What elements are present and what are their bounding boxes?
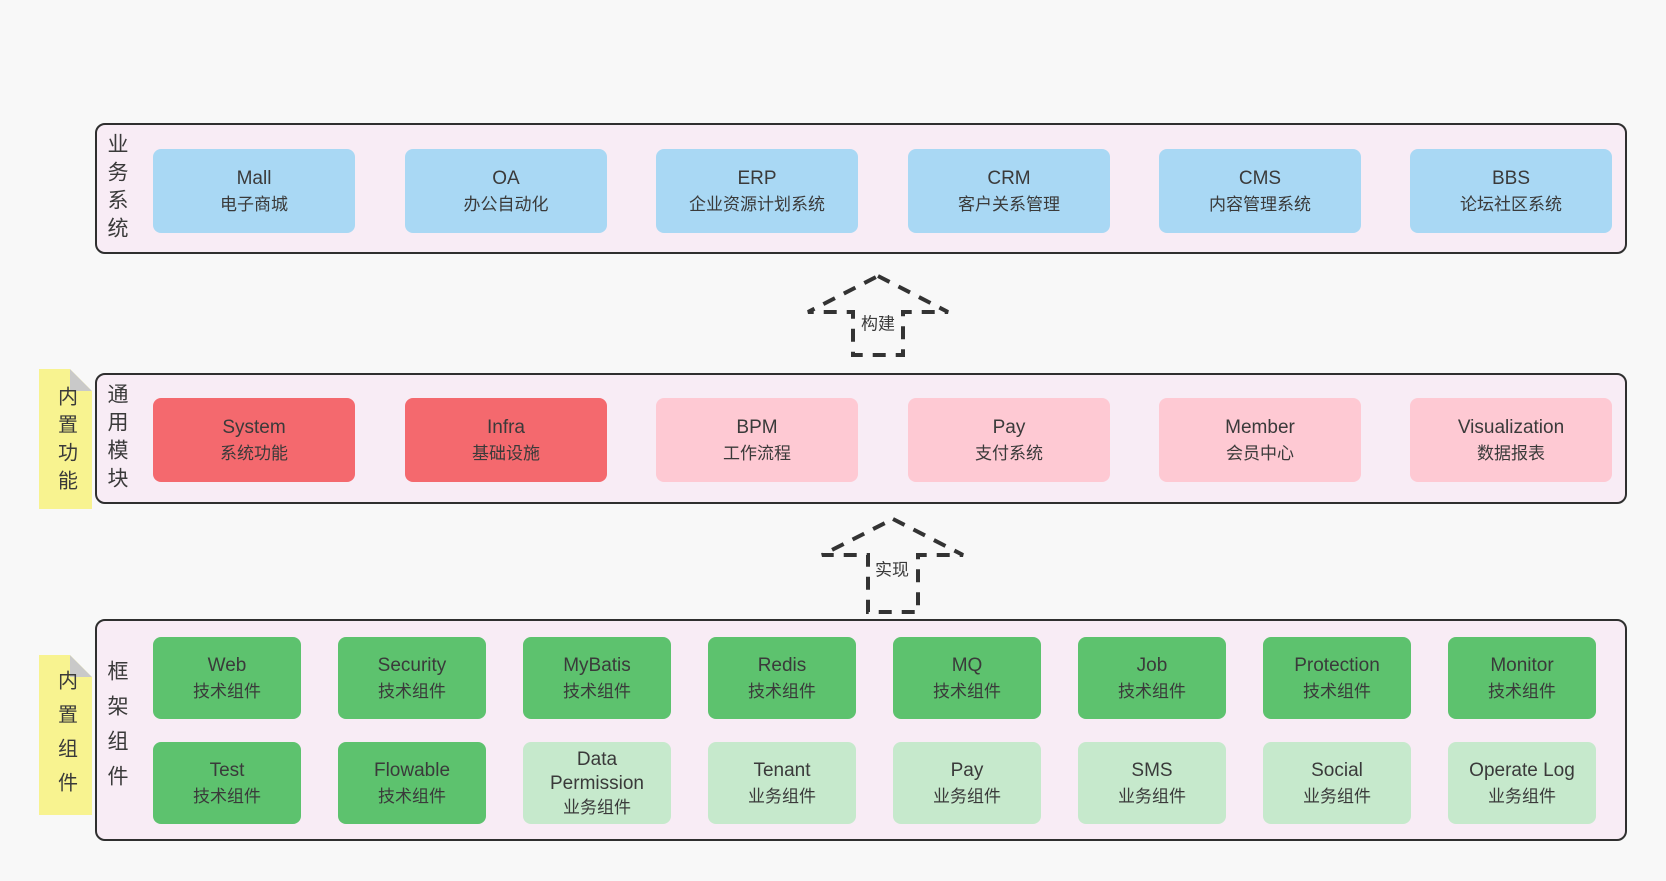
band-components-label: 框架组件 <box>105 660 128 800</box>
band-common-modules: 通用模块 System 系统功能 Infra 基础设施 BPM 工作流程 Pay… <box>95 373 1627 504</box>
box-oa-name: OA <box>492 167 520 189</box>
box-bpm-desc: 工作流程 <box>723 443 791 463</box>
box-mybatis: MyBatis 技术组件 <box>523 637 671 719</box>
band-business-label: 业务系统 <box>105 132 128 245</box>
build-arrow-label: 构建 <box>857 306 899 338</box>
box-visualization: Visualization 数据报表 <box>1410 398 1612 482</box>
box-pay-module: Pay 支付系统 <box>908 398 1110 482</box>
box-erp-desc: 企业资源计划系统 <box>689 194 825 214</box>
box-social-name: Social <box>1311 759 1363 781</box>
sticky-note-builtin-components: 内置组件 <box>39 655 92 815</box>
box-member: Member 会员中心 <box>1159 398 1361 482</box>
box-crm-name: CRM <box>987 167 1031 189</box>
box-tenant-desc: 业务组件 <box>748 786 816 806</box>
box-infra-desc: 基础设施 <box>472 443 540 463</box>
box-member-desc: 会员中心 <box>1226 443 1294 463</box>
sticky-note-builtin-components-text: 内置组件 <box>54 670 77 807</box>
box-redis-name: Redis <box>757 654 807 676</box>
box-redis-desc: 技术组件 <box>748 681 816 701</box>
box-job-desc: 技术组件 <box>1118 681 1186 701</box>
box-mybatis-desc: 技术组件 <box>563 681 631 701</box>
box-crm-desc: 客户关系管理 <box>958 194 1060 214</box>
box-mall: Mall 电子商城 <box>153 149 355 233</box>
box-cms-name: CMS <box>1238 167 1282 189</box>
box-flowable-name: Flowable <box>373 759 451 781</box>
box-web-desc: 技术组件 <box>193 681 261 701</box>
box-security: Security 技术组件 <box>338 637 486 719</box>
box-mq: MQ 技术组件 <box>893 637 1041 719</box>
band-business-systems: 业务系统 Mall 电子商城 OA 办公自动化 ERP 企业资源计划系统 CRM… <box>95 123 1627 254</box>
box-data-permission-desc: 业务组件 <box>563 797 631 817</box>
box-system-name: System <box>222 416 286 438</box>
box-mq-name: MQ <box>951 654 983 676</box>
box-social-desc: 业务组件 <box>1303 786 1371 806</box>
box-mq-desc: 技术组件 <box>933 681 1001 701</box>
box-sms: SMS 业务组件 <box>1078 742 1226 824</box>
box-flowable-desc: 技术组件 <box>378 786 446 806</box>
box-job-name: Job <box>1136 654 1168 676</box>
box-system: System 系统功能 <box>153 398 355 482</box>
box-cms-desc: 内容管理系统 <box>1209 194 1311 214</box>
box-pay-component-desc: 业务组件 <box>933 786 1001 806</box>
box-pay-component: Pay 业务组件 <box>893 742 1041 824</box>
box-protection: Protection 技术组件 <box>1263 637 1411 719</box>
box-monitor-desc: 技术组件 <box>1488 681 1556 701</box>
box-bpm-name: BPM <box>736 416 778 438</box>
box-monitor: Monitor 技术组件 <box>1448 637 1596 719</box>
box-bpm: BPM 工作流程 <box>656 398 858 482</box>
box-infra-name: Infra <box>486 416 526 438</box>
box-web-name: Web <box>207 654 247 676</box>
box-pay-module-desc: 支付系统 <box>975 443 1043 463</box>
box-infra: Infra 基础设施 <box>405 398 607 482</box>
box-sms-name: SMS <box>1131 759 1173 781</box>
box-operate-log-name: Operate Log <box>1469 759 1575 781</box>
box-member-name: Member <box>1225 416 1295 438</box>
box-pay-module-name: Pay <box>992 416 1026 438</box>
implement-arrow-label: 实现 <box>871 552 913 584</box>
box-pay-component-name: Pay <box>950 759 984 781</box>
box-tenant: Tenant 业务组件 <box>708 742 856 824</box>
box-redis: Redis 技术组件 <box>708 637 856 719</box>
box-crm: CRM 客户关系管理 <box>908 149 1110 233</box>
box-social: Social 业务组件 <box>1263 742 1411 824</box>
build-arrow-icon <box>807 273 949 357</box>
box-test: Test 技术组件 <box>153 742 301 824</box>
box-system-desc: 系统功能 <box>220 443 288 463</box>
box-erp-name: ERP <box>737 167 777 189</box>
box-tenant-name: Tenant <box>753 759 811 781</box>
box-bbs: BBS 论坛社区系统 <box>1410 149 1612 233</box>
box-operate-log-desc: 业务组件 <box>1488 786 1556 806</box>
box-protection-desc: 技术组件 <box>1303 681 1371 701</box>
sticky-note-builtin-features-text: 内置功能 <box>54 385 77 498</box>
sticky-note-builtin-features: 内置功能 <box>39 369 92 509</box>
box-sms-desc: 业务组件 <box>1118 786 1186 806</box>
box-visualization-name: Visualization <box>1457 416 1565 438</box>
box-security-name: Security <box>377 654 447 676</box>
implement-arrow-icon <box>821 516 964 614</box>
box-flowable: Flowable 技术组件 <box>338 742 486 824</box>
band-modules-label: 通用模块 <box>105 382 128 495</box>
box-data-permission: Data Permission 业务组件 <box>523 742 671 824</box>
box-data-permission-name: Data Permission <box>550 749 644 795</box>
box-visualization-desc: 数据报表 <box>1477 443 1545 463</box>
box-erp: ERP 企业资源计划系统 <box>656 149 858 233</box>
box-job: Job 技术组件 <box>1078 637 1226 719</box>
box-security-desc: 技术组件 <box>378 681 446 701</box>
box-oa: OA 办公自动化 <box>405 149 607 233</box>
box-bbs-desc: 论坛社区系统 <box>1460 194 1562 214</box>
box-monitor-name: Monitor <box>1490 654 1554 676</box>
box-test-desc: 技术组件 <box>193 786 261 806</box>
box-web: Web 技术组件 <box>153 637 301 719</box>
box-oa-desc: 办公自动化 <box>463 194 549 214</box>
box-operate-log: Operate Log 业务组件 <box>1448 742 1596 824</box>
box-cms: CMS 内容管理系统 <box>1159 149 1361 233</box>
box-protection-name: Protection <box>1294 654 1380 676</box>
box-test-name: Test <box>209 759 245 781</box>
box-mall-desc: 电子商城 <box>220 194 288 214</box>
box-mall-name: Mall <box>236 167 272 189</box>
band-framework-components: 框架组件 Web 技术组件 Security 技术组件 MyBatis 技术组件… <box>95 619 1627 841</box>
box-mybatis-name: MyBatis <box>563 654 631 676</box>
box-bbs-name: BBS <box>1491 167 1531 189</box>
